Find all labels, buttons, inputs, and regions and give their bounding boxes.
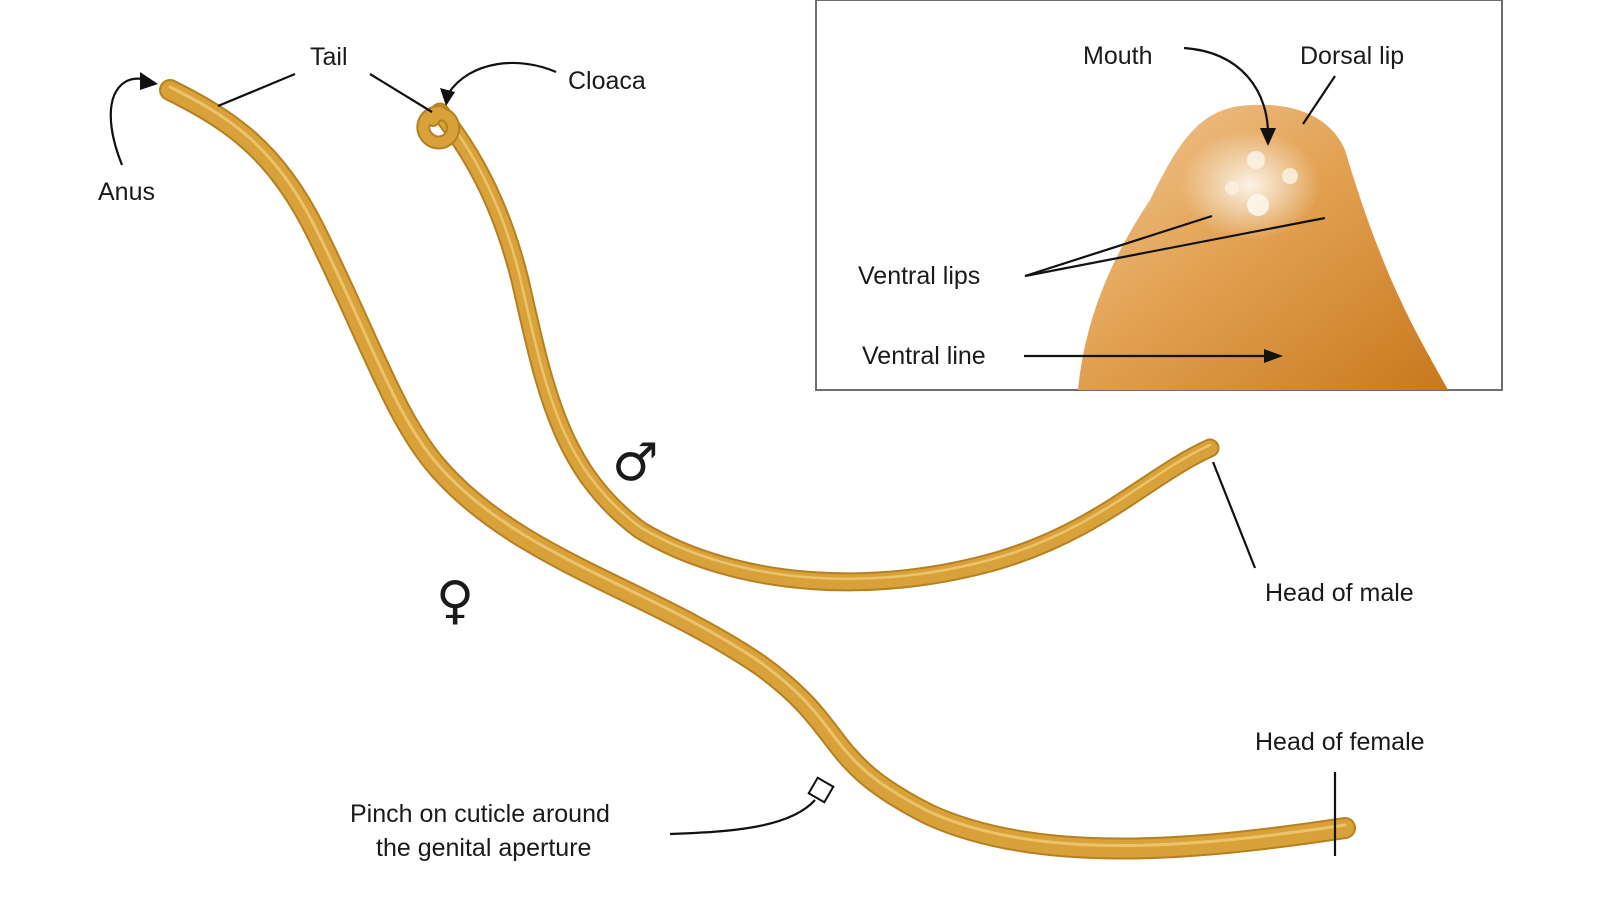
anus-arrow xyxy=(109,77,153,166)
head-of-female-label: Head of female xyxy=(1255,728,1425,756)
male-worm xyxy=(416,102,1220,592)
dorsal-lip-leader xyxy=(1302,75,1336,125)
tail-leader-female xyxy=(217,72,296,108)
ventral-lips-leader-1 xyxy=(1024,214,1213,278)
head-of-male-label: Head of male xyxy=(1265,579,1414,607)
cloaca-arrowhead xyxy=(440,88,455,106)
ventral-line-arrowhead xyxy=(1264,349,1283,363)
inset-panel: Mouth Dorsal lip Ventral lips Ventral li… xyxy=(815,0,1503,391)
mouth-arrowhead xyxy=(1260,128,1276,146)
female-worm xyxy=(159,79,1356,860)
pinch-marker xyxy=(807,776,835,804)
pinch-label-line2: the genital aperture xyxy=(376,834,591,862)
head-of-male-leader xyxy=(1211,461,1257,569)
cloaca-arrow xyxy=(447,61,557,95)
tail-leader-male xyxy=(369,73,433,113)
female-symbol: ♀ xyxy=(436,571,474,631)
tail-label: Tail xyxy=(310,43,348,71)
cloaca-label: Cloaca xyxy=(568,67,646,95)
head-closeup xyxy=(1078,104,1448,390)
pinch-leader xyxy=(669,799,816,836)
anus-label: Anus xyxy=(98,178,155,206)
pinch-label-line1: Pinch on cuticle around xyxy=(350,800,610,828)
ventral-lips-leader-2 xyxy=(1024,216,1326,278)
male-symbol: ♂ xyxy=(612,433,659,493)
ventral-lips-label: Ventral lips xyxy=(858,262,980,290)
mouth-arrow xyxy=(1183,46,1270,141)
mouth-label: Mouth xyxy=(1083,42,1152,70)
anus-arrowhead xyxy=(140,72,158,90)
dorsal-lip-label: Dorsal lip xyxy=(1300,42,1404,70)
ventral-line-label: Ventral line xyxy=(862,342,986,370)
